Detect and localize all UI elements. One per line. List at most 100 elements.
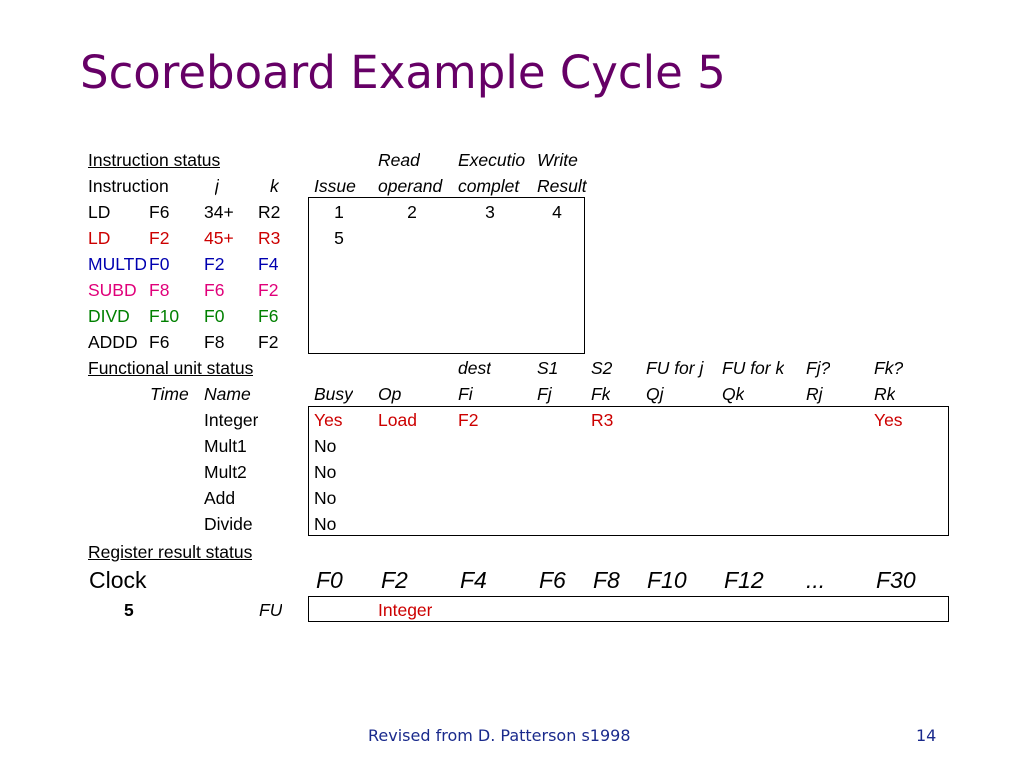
fu-name: Mult1 xyxy=(204,436,247,456)
instr-k: F2 xyxy=(258,280,279,300)
instr-j: F0 xyxy=(204,306,225,326)
instr-exec: 3 xyxy=(485,202,495,222)
fu-name: Integer xyxy=(204,410,259,430)
instr-op: LD xyxy=(88,202,111,222)
header-j: j xyxy=(215,176,219,196)
header-write: Write xyxy=(537,150,578,170)
instruction-status-box xyxy=(308,197,585,354)
footer-credit: Revised from D. Patterson s1998 xyxy=(368,726,631,745)
instr-write xyxy=(530,305,584,327)
register-header: ... xyxy=(806,567,826,593)
instr-read xyxy=(380,331,444,353)
instr-read xyxy=(380,227,444,249)
instr-issue xyxy=(310,331,368,353)
instr-exec xyxy=(460,331,520,353)
header-issue: Issue xyxy=(314,176,356,196)
slide-title: Scoreboard Example Cycle 5 xyxy=(80,46,726,99)
fu-name: Add xyxy=(204,488,236,508)
instr-write xyxy=(530,279,584,301)
header-s1: S1 xyxy=(537,358,559,378)
register-header: F8 xyxy=(593,567,620,593)
header-read-operands: operand xyxy=(378,176,443,196)
instr-op: DIVD xyxy=(88,306,130,326)
register-result-box xyxy=(308,596,949,622)
instr-issue: 5 xyxy=(334,228,344,248)
instr-read xyxy=(380,305,444,327)
fu-name: Divide xyxy=(204,514,253,534)
header-qj: Qj xyxy=(646,384,664,404)
instruction-status-label: Instruction status xyxy=(88,150,221,170)
instr-read: 2 xyxy=(407,202,417,222)
instr-dest: F10 xyxy=(149,306,180,326)
instr-exec xyxy=(460,279,520,301)
instr-j: F8 xyxy=(204,332,225,352)
instr-issue xyxy=(310,279,368,301)
header-exec-complete: complet xyxy=(458,176,520,196)
instr-k: F2 xyxy=(258,332,279,352)
header-fj: Fj xyxy=(537,384,552,404)
register-value: Integer xyxy=(378,600,433,620)
page-number: 14 xyxy=(916,726,937,745)
instr-exec xyxy=(460,305,520,327)
fu-busy: No xyxy=(314,488,337,508)
instr-dest: F8 xyxy=(149,280,170,300)
fu-rk: Yes xyxy=(874,410,903,430)
instr-issue xyxy=(310,305,368,327)
instr-dest: F6 xyxy=(149,202,170,222)
clock-value: 5 xyxy=(124,600,134,620)
header-name: Name xyxy=(204,384,251,404)
register-header: F30 xyxy=(876,567,916,593)
fu-op: Load xyxy=(378,410,417,430)
instr-read xyxy=(380,253,444,275)
instr-k: R2 xyxy=(258,202,281,222)
instr-dest: F0 xyxy=(149,254,170,274)
instr-k: F6 xyxy=(258,306,279,326)
header-write-result: Result xyxy=(537,176,587,196)
instr-op: LD xyxy=(88,228,111,248)
instr-k: F4 xyxy=(258,254,279,274)
instr-dest: F2 xyxy=(149,228,170,248)
instr-write: 4 xyxy=(552,202,562,222)
header-busy: Busy xyxy=(314,384,353,404)
register-header: F0 xyxy=(316,567,343,593)
instr-op: SUBD xyxy=(88,280,137,300)
register-header: F10 xyxy=(647,567,687,593)
instr-exec xyxy=(460,253,520,275)
register-header: F12 xyxy=(724,567,764,593)
instr-write xyxy=(530,331,584,353)
fu-busy: Yes xyxy=(314,410,343,430)
instr-write xyxy=(530,253,584,275)
functional-unit-status-box xyxy=(308,406,949,536)
fu-busy: No xyxy=(314,462,337,482)
header-fj-ready: Fj? xyxy=(806,358,831,378)
header-instruction: Instruction xyxy=(88,176,169,196)
fu-busy: No xyxy=(314,436,337,456)
header-read: Read xyxy=(378,150,420,170)
instr-issue xyxy=(310,253,368,275)
instr-read xyxy=(380,279,444,301)
header-op: Op xyxy=(378,384,402,404)
instr-issue: 1 xyxy=(334,202,344,222)
instr-op: ADDD xyxy=(88,332,138,352)
fu-label: FU xyxy=(259,600,283,620)
register-result-status-label: Register result status xyxy=(88,542,253,562)
register-header: F4 xyxy=(460,567,487,593)
header-s2: S2 xyxy=(591,358,613,378)
fu-busy: No xyxy=(314,514,337,534)
header-fi: Fi xyxy=(458,384,473,404)
instr-j: F2 xyxy=(204,254,225,274)
fu-name: Mult2 xyxy=(204,462,247,482)
instr-exec xyxy=(460,227,520,249)
header-fk-ready: Fk? xyxy=(874,358,904,378)
header-qk: Qk xyxy=(722,384,745,404)
fu-fi: F2 xyxy=(458,410,479,430)
header-rj: Rj xyxy=(806,384,823,404)
instr-dest: F6 xyxy=(149,332,170,352)
instr-j: F6 xyxy=(204,280,225,300)
header-fk: Fk xyxy=(591,384,611,404)
register-header: F6 xyxy=(539,567,566,593)
register-header: F2 xyxy=(381,567,408,593)
header-rk: Rk xyxy=(874,384,896,404)
instr-j: 45+ xyxy=(204,228,234,248)
clock-label: Clock xyxy=(89,567,147,593)
